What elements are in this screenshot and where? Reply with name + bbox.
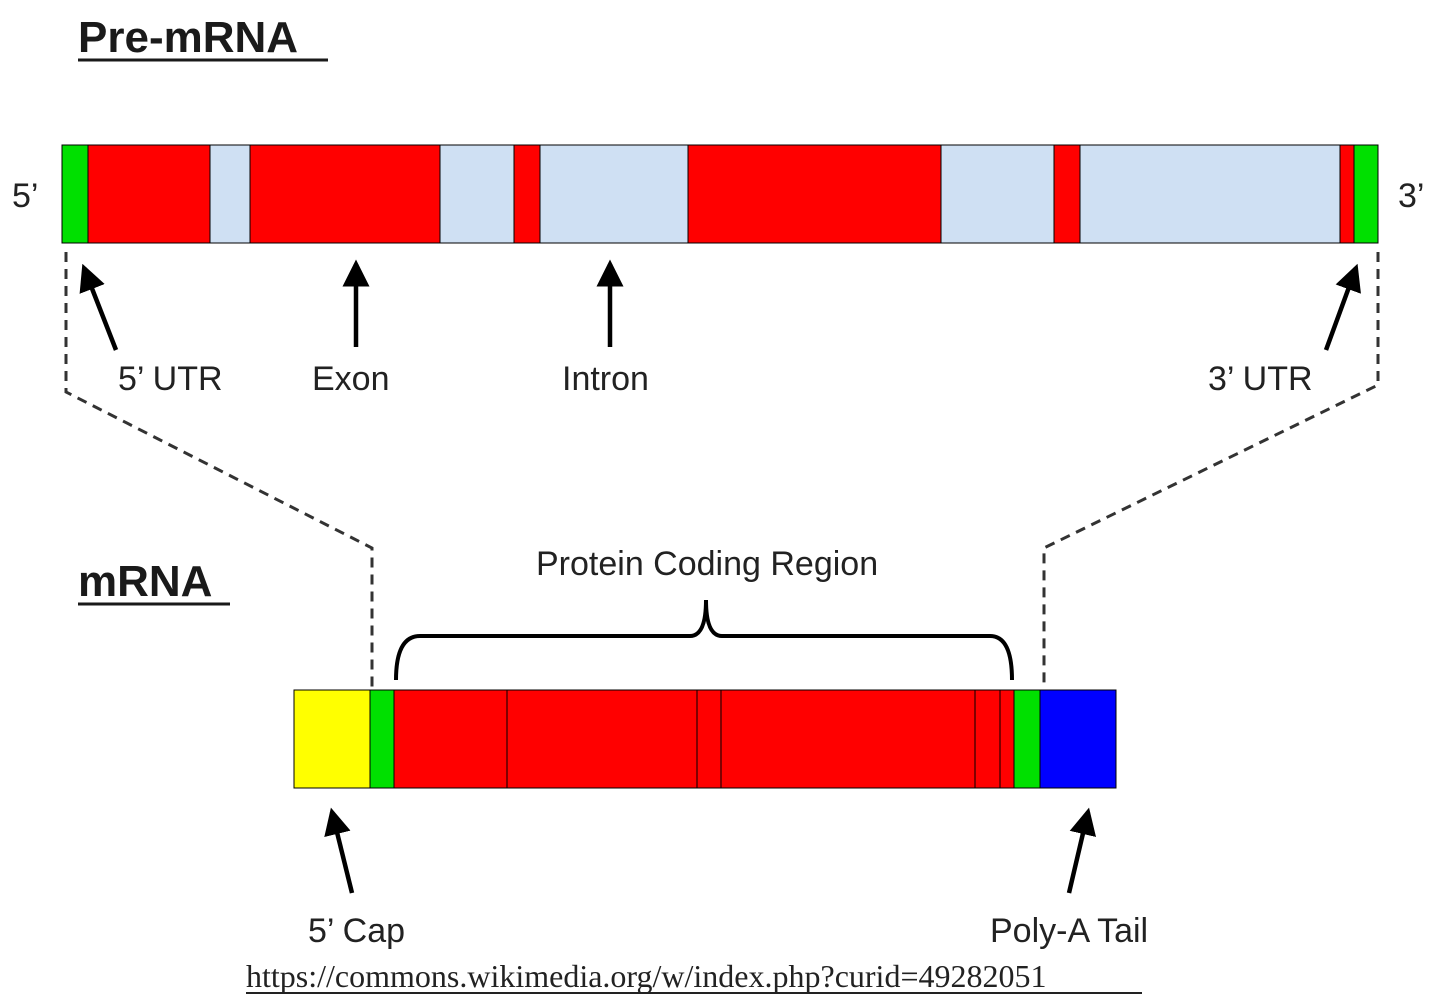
utr-5-segment [61, 144, 89, 244]
pre-mrna-bar [61, 144, 1379, 244]
exon-segment [87, 144, 211, 244]
intron-segment [439, 144, 515, 244]
cap-label: 5’ Cap [308, 912, 405, 950]
utr-3-segment [1353, 144, 1379, 244]
pre-mrna-title: Pre-mRNA [78, 13, 298, 62]
cap-arrow [324, 807, 355, 894]
utr-5-segment [369, 689, 395, 789]
poly-a-tail-segment [1039, 689, 1117, 789]
exon-segment [687, 144, 942, 244]
exon-segment [974, 689, 1001, 789]
exon-label: Exon [312, 360, 390, 398]
exon-segment [999, 689, 1015, 789]
exon-segment [720, 689, 976, 789]
exon-segment [1339, 144, 1355, 244]
mrna-bar [293, 689, 1117, 789]
source-link[interactable]: https://commons.wikimedia.org/w/index.ph… [246, 958, 1046, 994]
exon-segment [696, 689, 722, 789]
utr-3-segment [1013, 689, 1041, 789]
left-dashed-connector [64, 252, 374, 688]
intron-segment [209, 144, 251, 244]
splicing-connectors [64, 252, 1380, 688]
exon-segment [1053, 144, 1081, 244]
intron-label: Intron [562, 360, 649, 398]
pre-mrna-3-prime-end-label: 3’ [1398, 177, 1424, 215]
intron-segment [940, 144, 1055, 244]
utr-5-label: 5’ UTR [118, 360, 223, 398]
utr-3-arrow [1323, 263, 1361, 351]
exon-segment [249, 144, 441, 244]
exon-segment [506, 689, 698, 789]
cap-segment [293, 689, 371, 789]
mrna-section: mRNA Protein Coding Region 5’ Cap Poly-A… [78, 545, 1148, 950]
poly-a-tail-label: Poly-A Tail [990, 912, 1148, 950]
utr-5-arrow [79, 263, 119, 351]
protein-coding-region-brace [394, 599, 1014, 681]
pre-mrna-section: Pre-mRNA 5’ 3’ 5’ UTR Exon Intron 3’ UT [12, 13, 1424, 398]
exon-segment [393, 689, 508, 789]
pre-mrna-5-prime-end-label: 5’ [12, 177, 38, 215]
exon-segment [513, 144, 541, 244]
utr-3-label: 3’ UTR [1208, 360, 1313, 398]
right-dashed-connector [1042, 252, 1380, 688]
poly-a-tail-arrow [1066, 807, 1097, 894]
mrna-title: mRNA [78, 557, 212, 606]
intron-segment [539, 144, 689, 244]
protein-coding-region-label: Protein Coding Region [536, 545, 878, 583]
intron-segment [1079, 144, 1341, 244]
